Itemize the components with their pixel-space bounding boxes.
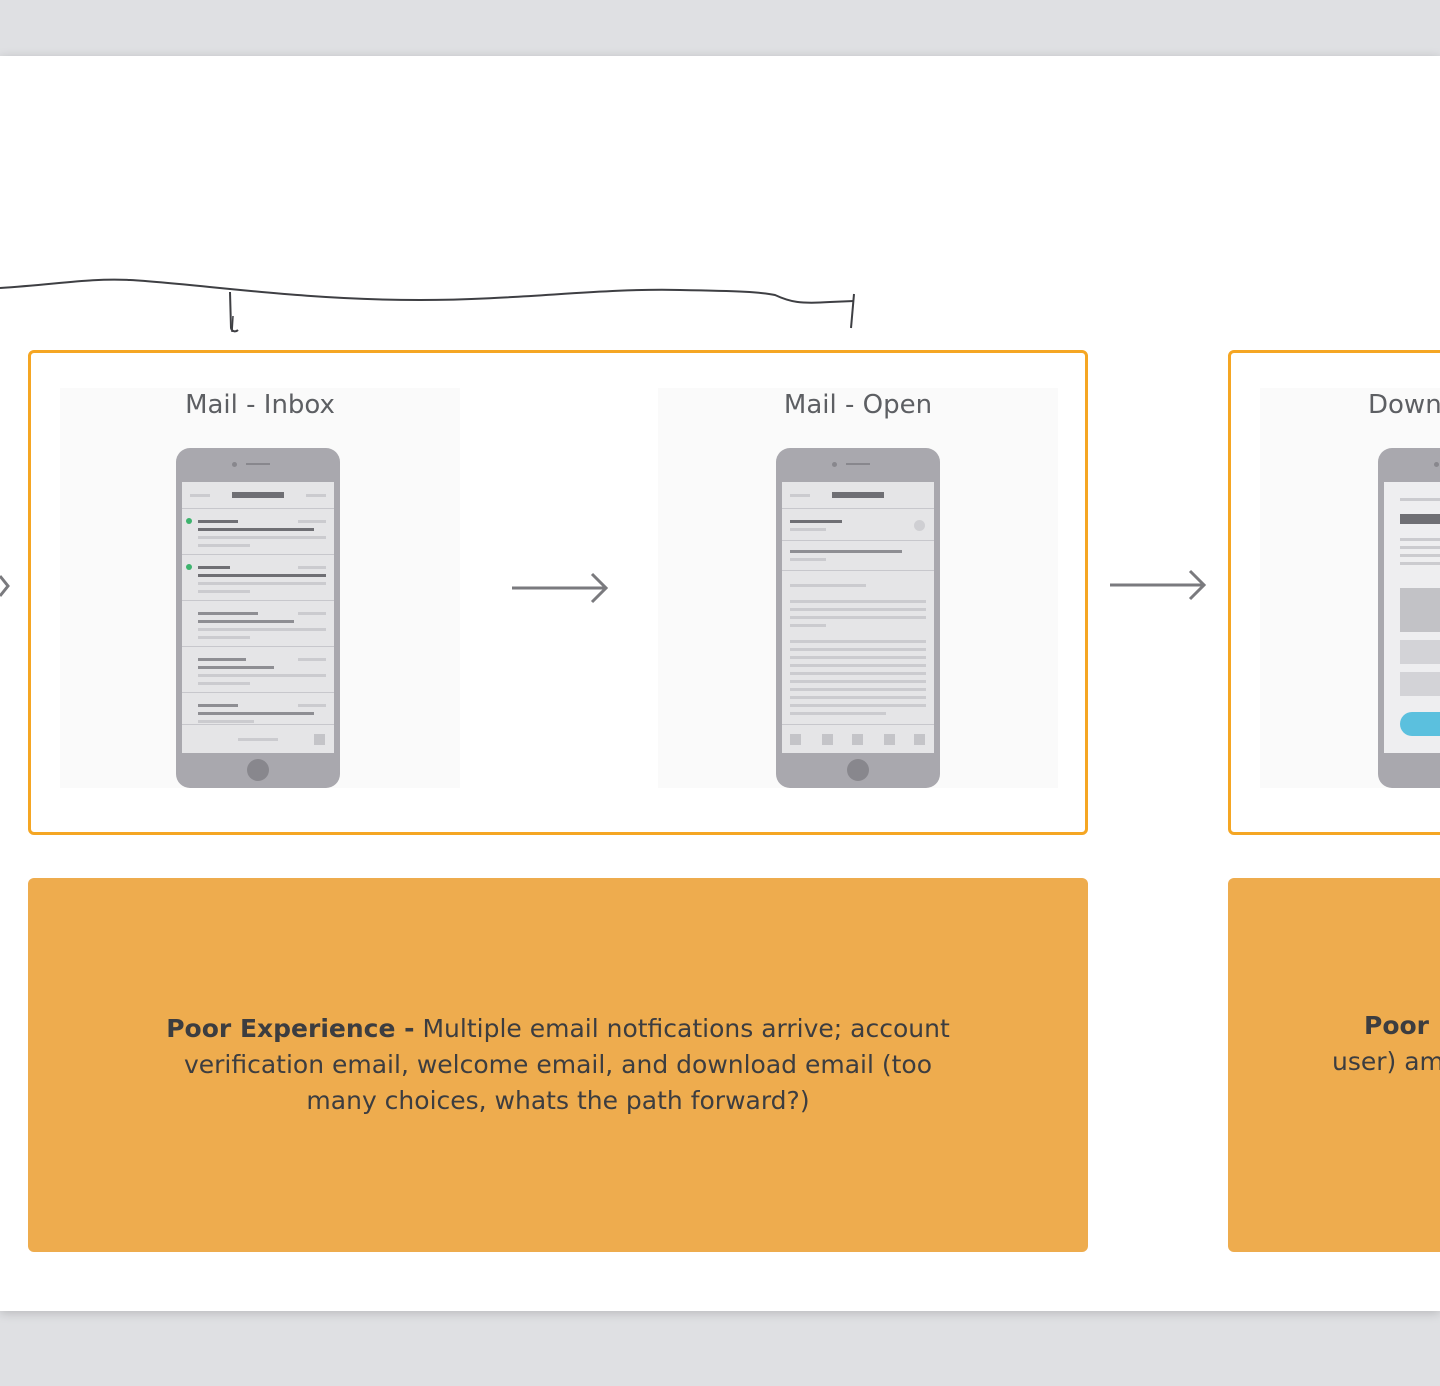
note-body: Multiple email notfications arrive; acco… [183, 1014, 950, 1115]
note-label: Poor E [1364, 1011, 1440, 1040]
phone-screen [182, 482, 334, 753]
phone-mockup [176, 448, 340, 788]
screen-title: Down [1368, 390, 1440, 420]
note-body: user) am [1332, 1047, 1440, 1076]
note-text: Poor E [1364, 1008, 1440, 1044]
download-button[interactable] [1400, 712, 1440, 736]
phone-mockup [776, 448, 940, 788]
arrow-right-icon [0, 575, 10, 597]
arrow-right-icon [512, 572, 609, 604]
note-text: Poor Experience - Multiple email notfica… [148, 1011, 968, 1119]
note-label: Poor Experience - [166, 1014, 415, 1043]
phone-screen [782, 482, 934, 753]
whiteboard-canvas[interactable]: Mail - Inbox [0, 56, 1440, 1311]
phone-screen [1384, 482, 1440, 753]
screen-card-mail-open[interactable]: Mail - Open [658, 388, 1058, 788]
note-card-poor-experience[interactable]: Poor Experience - Multiple email notfica… [28, 878, 1088, 1252]
screen-group-box[interactable]: Mail - Inbox [28, 350, 1088, 835]
screen-card-download[interactable]: Down [1260, 388, 1440, 788]
screen-title: Mail - Inbox [185, 390, 335, 420]
annotation-bracket [0, 278, 855, 333]
note-card-poor-experience-2[interactable]: Poor E user) am [1228, 878, 1440, 1252]
phone-mockup [1378, 448, 1440, 788]
note-text: user) am [1332, 1044, 1440, 1080]
screen-card-mail-inbox[interactable]: Mail - Inbox [60, 388, 460, 788]
screen-group-box[interactable]: Down [1228, 350, 1440, 835]
arrow-right-icon [1110, 569, 1207, 601]
screen-title: Mail - Open [783, 390, 933, 420]
